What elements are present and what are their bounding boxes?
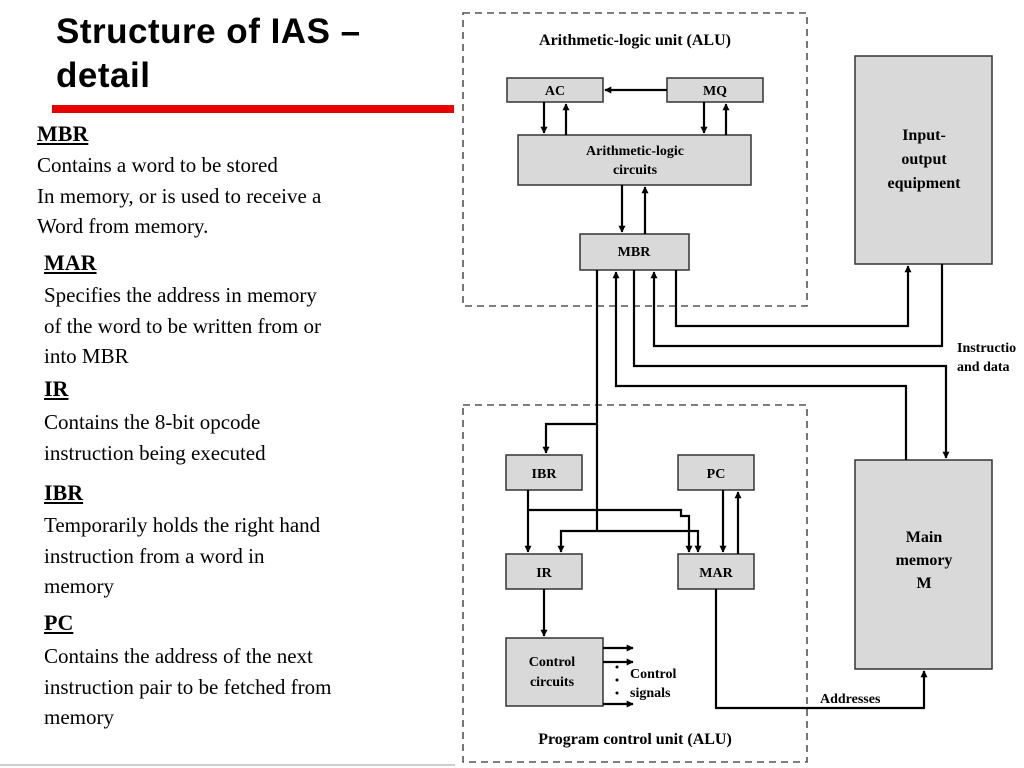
pc-register [677, 454, 755, 491]
memory-label-line-2: memory [896, 552, 953, 569]
mbr-label: MBR [618, 245, 652, 260]
io-to-mbr-bus [650, 264, 944, 348]
term-mbr: MBR [37, 121, 89, 146]
definition-line: Word from memory. [37, 214, 209, 238]
ac-register [506, 77, 604, 103]
mbr-to-mar-arrow [597, 529, 702, 553]
definition-line: Contains a word to be stored [37, 153, 278, 177]
definition-line: Contains the 8-bit opcode [44, 410, 261, 434]
mar-label: MAR [699, 566, 733, 581]
pc-label: PC [707, 467, 726, 482]
instructions-data-label-line-2: and data [957, 360, 1010, 375]
term-ir: IR [44, 376, 69, 401]
control-signals-label-line-1: Control [630, 667, 677, 682]
input-output-equipment [854, 55, 993, 265]
alc-label-line-2: circuits [613, 163, 658, 178]
io-label-line-2: output [901, 151, 947, 168]
control-circuits [505, 637, 604, 707]
definition-line: of the word to be written from or [44, 313, 322, 338]
ac-label: AC [545, 84, 565, 99]
definition-line: memory [44, 574, 114, 598]
mbr-to-io-bus [674, 265, 912, 328]
definition-line: Specifies the address in memory [44, 283, 317, 307]
footer-divider [0, 764, 455, 766]
cc-label-line-2: circuits [530, 675, 575, 690]
control-signal-dots [615, 665, 619, 695]
term-pc: PC [44, 610, 74, 635]
alu-region-label: Arithmetic-logic unit (ALU) [539, 32, 731, 49]
mbr-to-ir-arrow [557, 529, 597, 553]
mbr-register [579, 233, 690, 271]
definition-ibr: Temporarily holds the right hand instruc… [44, 510, 404, 602]
control-signals-label-line-2: signals [630, 686, 671, 701]
definition-line: In memory, or is used to receive a [37, 183, 322, 208]
definition-mbr: Contains a word to be stored In memory, … [37, 150, 397, 242]
term-mar: MAR [44, 250, 97, 275]
arithmetic-logic-circuits [517, 134, 752, 186]
definition-line: instruction pair to be fetched from [44, 674, 332, 699]
alc-label-line-1: Arithmetic-logic [586, 144, 684, 159]
definition-ir: Contains the 8-bit opcode instruction be… [44, 407, 404, 468]
term-ibr: IBR [44, 480, 84, 505]
definition-line: Contains the address of the next [44, 644, 313, 668]
mar-to-memory-address-bus [714, 589, 928, 710]
slide-title: Structure of IAS – detail [56, 10, 456, 98]
main-memory [854, 459, 993, 670]
io-label-line-1: Input- [902, 127, 946, 144]
mar-register [677, 553, 755, 590]
memory-label-line-1: Main [906, 529, 943, 546]
slide-title-line-2: detail [56, 56, 151, 95]
title-underline-bar [52, 105, 454, 113]
mbr-to-memory-bus [632, 270, 950, 459]
definition-pc: Contains the address of the next instruc… [44, 641, 404, 733]
definition-mar: Specifies the address in memory of the w… [44, 280, 404, 372]
instructions-data-label-line-1: Instructio [957, 341, 1016, 356]
ibr-to-mar-arrow [528, 508, 693, 553]
definition-line: instruction being executed [44, 440, 266, 465]
ibr-register [505, 454, 583, 491]
slide-title-line-1: Structure of IAS – [56, 12, 361, 51]
mq-label: MQ [703, 84, 727, 99]
addresses-label: Addresses [820, 692, 881, 707]
memory-to-mbr-bus [612, 271, 908, 460]
definition-line: Temporarily holds the right hand [44, 513, 321, 537]
ir-label: IR [536, 566, 552, 581]
mbr-to-ibr-arrow [542, 270, 599, 454]
program-control-unit-region [462, 404, 808, 763]
ir-register [505, 553, 583, 590]
cc-label-line-1: Control [529, 655, 576, 670]
ibr-label: IBR [532, 467, 558, 482]
io-label-line-3: equipment [888, 175, 962, 192]
pcu-region-label: Program control unit (ALU) [538, 731, 732, 748]
definition-line: instruction from a word in [44, 543, 265, 568]
definition-line: memory [44, 705, 114, 729]
definition-line: into MBR [44, 344, 129, 368]
memory-label-line-3: M [916, 575, 931, 592]
